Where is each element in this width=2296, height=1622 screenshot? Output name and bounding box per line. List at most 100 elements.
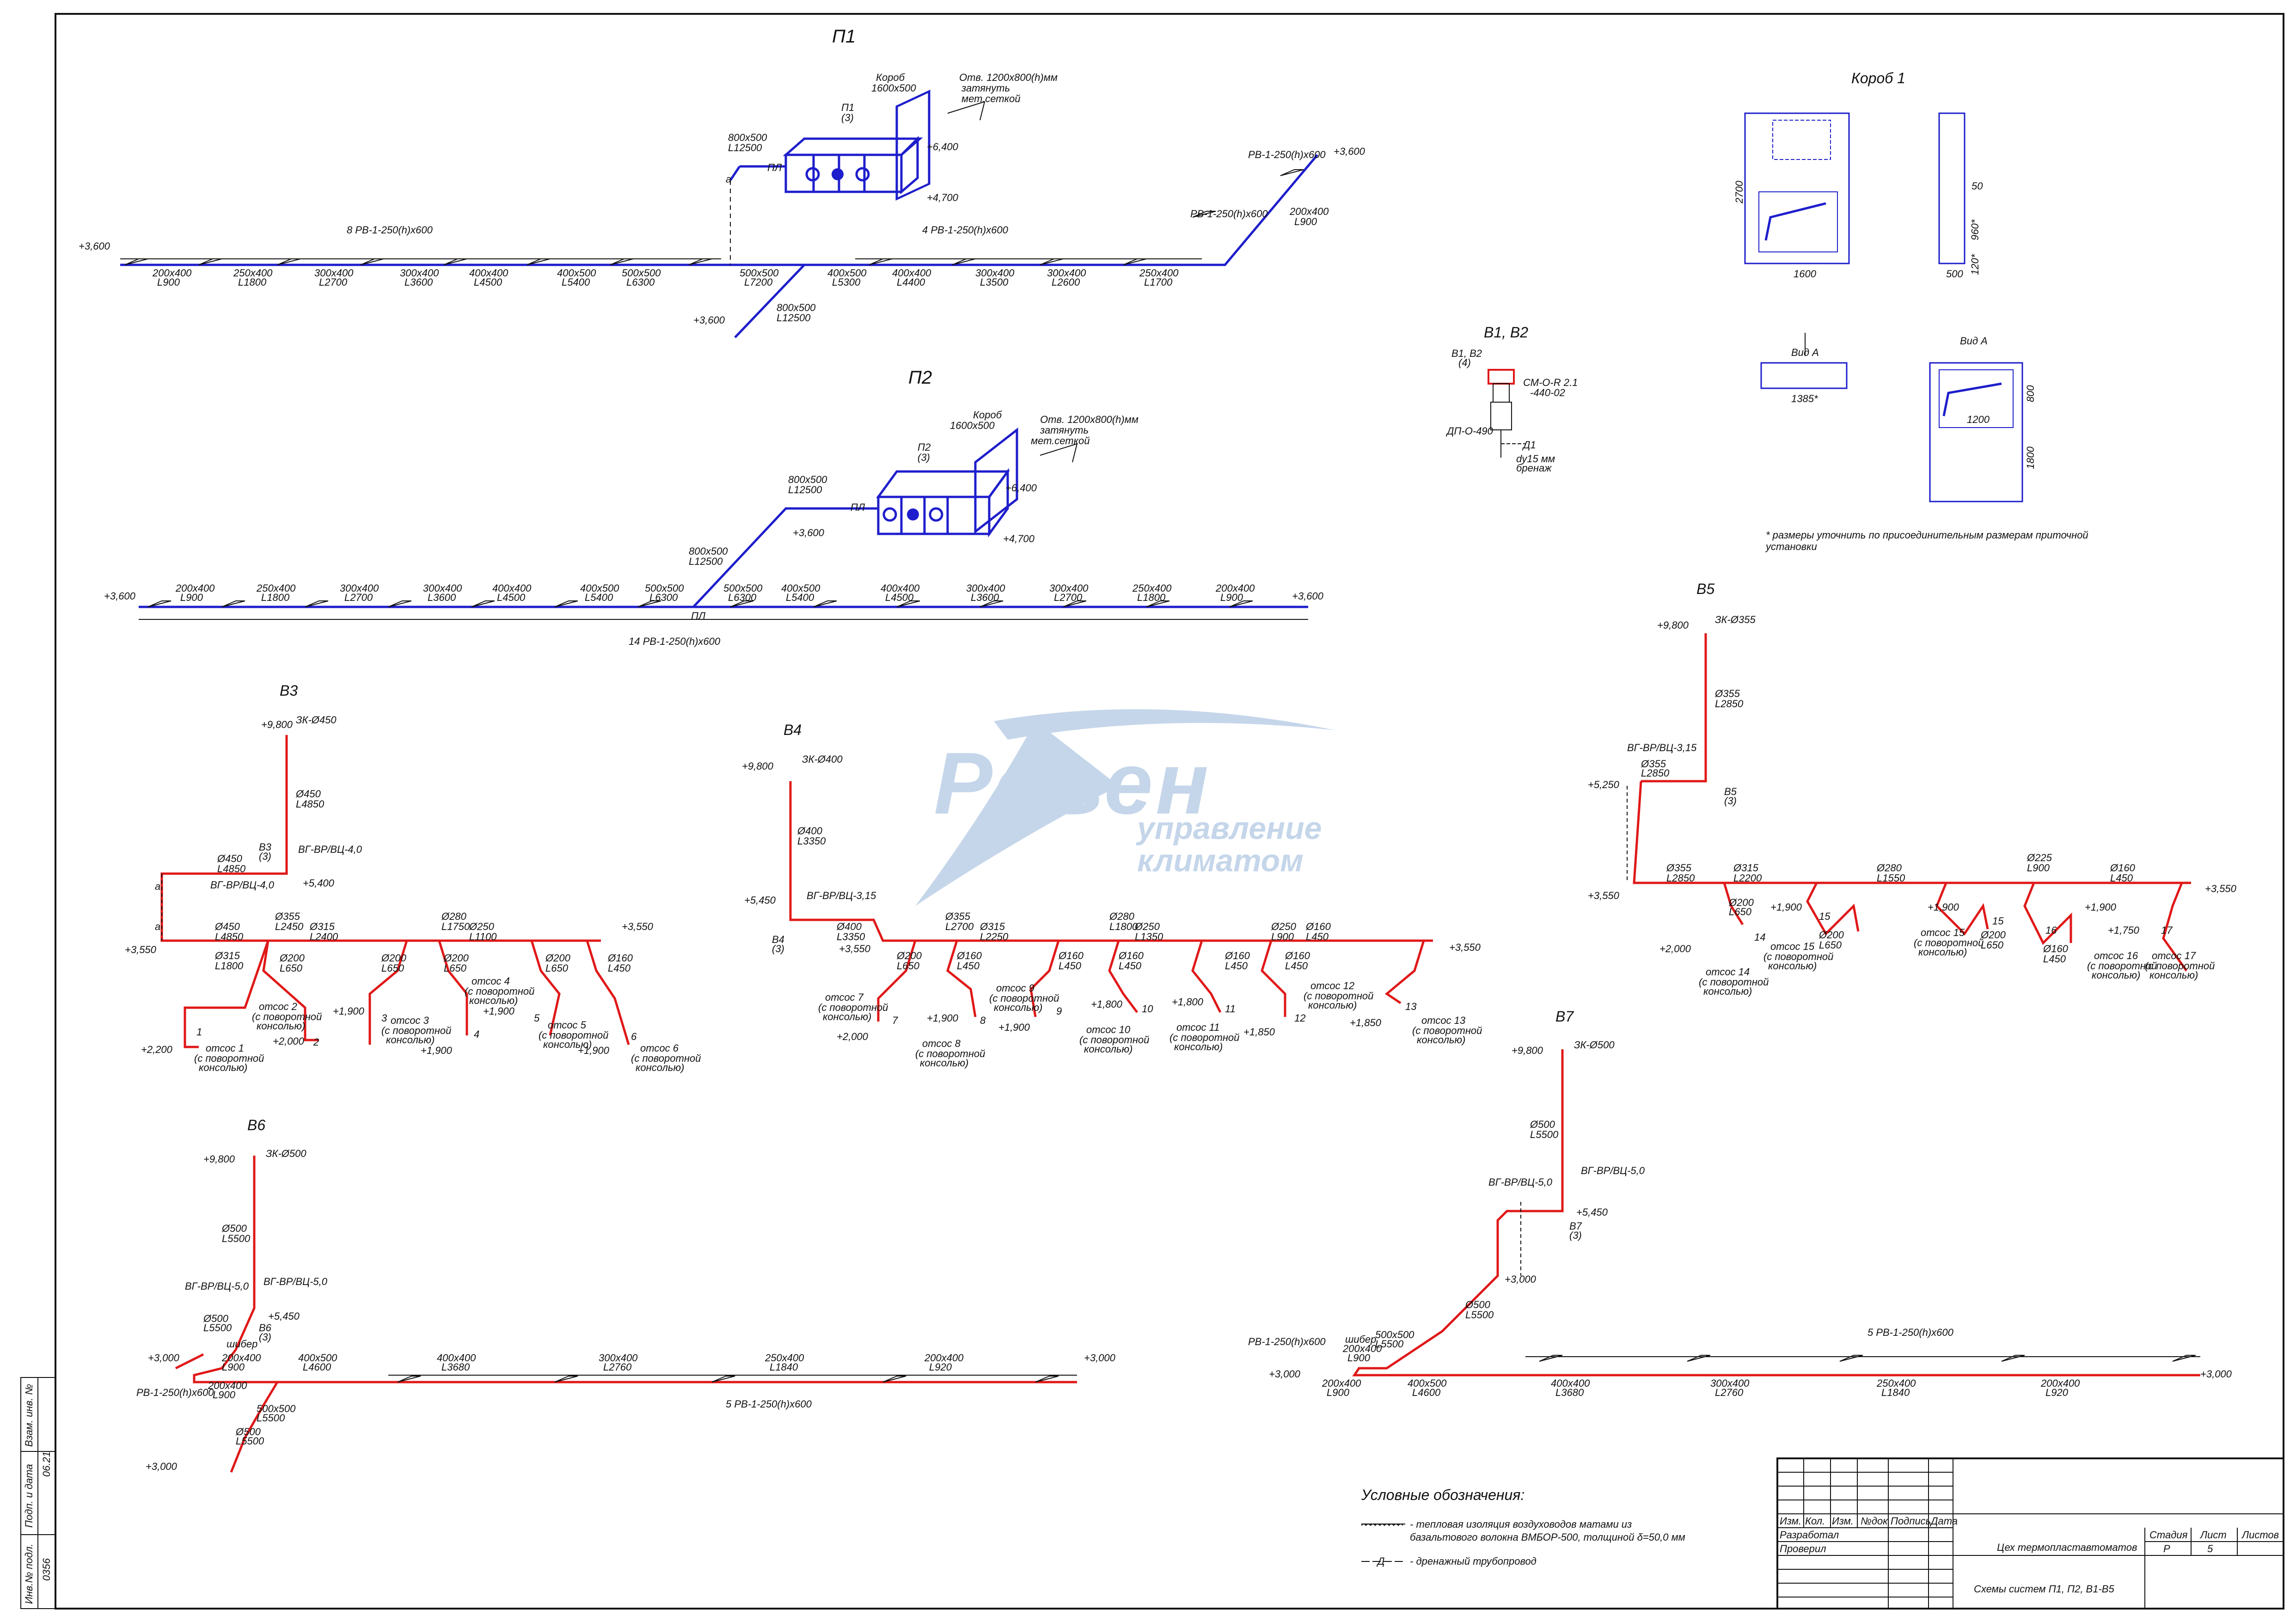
svg-text:Ø355: Ø355 (1714, 688, 1740, 699)
svg-text:L2400: L2400 (310, 931, 338, 943)
side-podp: Подп. и дата (23, 1464, 35, 1528)
svg-text:15: 15 (1819, 911, 1831, 922)
title-box: Короб 1 (1851, 70, 1905, 86)
svg-text:200х400: 200х400 (924, 1352, 964, 1364)
svg-text:Кол.: Кол. (1805, 1515, 1825, 1527)
svg-text:(3): (3) (259, 851, 271, 862)
svg-text:+5,450: +5,450 (744, 894, 776, 906)
svg-text:+1,900: +1,900 (998, 1022, 1030, 1033)
p2-otv2: затянуть (1040, 424, 1089, 436)
p1-unit-n: (3) (841, 112, 854, 123)
svg-text:+3,000: +3,000 (2200, 1368, 2232, 1380)
legend-title: Условные обозначения: (1361, 1487, 1525, 1503)
svg-text:+1,900: +1,900 (1928, 901, 1959, 913)
svg-text:Ø160: Ø160 (1285, 950, 1310, 961)
svg-text:консолью): консолью) (1918, 946, 1967, 958)
svg-text:(с поворотной: (с поворотной (465, 985, 534, 997)
svg-text:L1800: L1800 (238, 276, 267, 288)
svg-text:Ø450: Ø450 (217, 853, 243, 864)
svg-text:ВГ-ВР/ВЦ-3,15: ВГ-ВР/ВЦ-3,15 (807, 890, 876, 901)
svg-text:Разработал: Разработал (1780, 1529, 1839, 1541)
svg-text:L650: L650 (545, 962, 569, 974)
svg-text:консолью): консолью) (199, 1062, 247, 1073)
box-h2700: 2700 (1733, 180, 1745, 204)
svg-text:L450: L450 (957, 960, 980, 972)
svg-text:300х400: 300х400 (975, 267, 1015, 279)
svg-text:+3,550: +3,550 (622, 921, 654, 932)
title-p1: П1 (832, 26, 856, 47)
svg-text:шибер: шибер (227, 1338, 257, 1350)
svg-text:L6300: L6300 (728, 592, 757, 603)
svg-text:№док: №док (1861, 1515, 1888, 1527)
svg-text:16: 16 (2045, 924, 2057, 936)
svg-text:L650: L650 (444, 962, 467, 974)
svg-text:200х400: 200х400 (221, 1352, 261, 1364)
scheme-b3: В3 +9,800 ЗК-Ø450 Ø450 L4850 ВГ-ВР/ВЦ-4,… (125, 682, 701, 1073)
svg-text:L900: L900 (222, 1361, 245, 1373)
svg-text:5 РВ-1-250(h)х600: 5 РВ-1-250(h)х600 (1867, 1327, 1954, 1338)
svg-text:L900: L900 (1327, 1387, 1350, 1398)
svg-text:Ø250: Ø250 (469, 921, 495, 932)
svg-text:L920: L920 (929, 1361, 952, 1373)
p1-dim-r: 200х400 (1289, 206, 1329, 217)
svg-text:(с поворотной: (с поворотной (1169, 1032, 1239, 1043)
svg-text:Ø200: Ø200 (896, 950, 922, 961)
watermark-tag1: управление (1136, 811, 1322, 846)
svg-text:+3,000: +3,000 (146, 1461, 178, 1472)
svg-text:9: 9 (1056, 1005, 1062, 1017)
b6-top: +9,800 (203, 1153, 235, 1165)
svg-text:250х400: 250х400 (233, 267, 273, 279)
svg-text:L2760: L2760 (603, 1361, 632, 1373)
svg-text:Ø200: Ø200 (1818, 929, 1844, 941)
svg-text:L2450: L2450 (275, 921, 304, 932)
svg-text:L450: L450 (1225, 960, 1248, 972)
svg-text:консолью): консолью) (994, 1002, 1042, 1013)
svg-text:(с поворотной: (с поворотной (631, 1053, 701, 1064)
svg-text:400х400: 400х400 (1551, 1377, 1590, 1389)
svg-text:500х500: 500х500 (257, 1403, 296, 1414)
svg-text:400х500: 400х500 (781, 582, 820, 594)
svg-text:В6: В6 (259, 1322, 272, 1334)
svg-text:L2700: L2700 (1054, 592, 1083, 603)
svg-text:+5,450: +5,450 (1576, 1206, 1608, 1218)
p1-a: а (726, 173, 731, 185)
svg-text:(с поворотной: (с поворотной (539, 1029, 608, 1041)
svg-text:консолью): консолью) (257, 1020, 305, 1032)
svg-text:L4600: L4600 (1412, 1387, 1441, 1398)
svg-text:400х400: 400х400 (881, 582, 920, 594)
svg-text:+2,000: +2,000 (273, 1035, 305, 1047)
svg-text:(с поворотной: (с поворотной (1699, 976, 1769, 988)
svg-text:Ø160: Ø160 (956, 950, 982, 961)
svg-text:РВ-1-250(h)х600: РВ-1-250(h)х600 (136, 1387, 214, 1398)
svg-text:L1840: L1840 (770, 1361, 798, 1373)
svg-text:+5,400: +5,400 (303, 877, 335, 889)
svg-text:Ø160: Ø160 (1118, 950, 1144, 961)
svg-text:L3680: L3680 (441, 1361, 470, 1373)
svg-text:Ø500: Ø500 (235, 1426, 261, 1438)
p1-dim-rL: L900 (1294, 216, 1317, 227)
svg-text:Дата: Дата (1929, 1515, 1958, 1527)
b1b2-drain: dy15 мм (1516, 453, 1555, 465)
p1-duct1: 800х500 (728, 132, 767, 143)
svg-text:L5400: L5400 (786, 592, 814, 603)
svg-text:200х400: 200х400 (175, 582, 215, 594)
stamp-sheet-title: Схемы систем П1, П2, В1-В5 (1974, 1583, 2114, 1595)
p1-lev-top: +6,400 (927, 141, 959, 153)
b3-top: +9,800 (261, 719, 293, 730)
p1-duct2L: L12500 (777, 312, 811, 324)
svg-text:Ø500: Ø500 (203, 1313, 229, 1324)
svg-text:отсос 6: отсос 6 (640, 1042, 679, 1054)
svg-text:L2250: L2250 (980, 931, 1009, 943)
svg-text:В3: В3 (259, 841, 272, 853)
legend: Условные обозначения: - тепловая изоляци… (1361, 1487, 1685, 1567)
box-w500: 500 (1946, 268, 1963, 280)
title-b4: В4 (784, 722, 802, 738)
p1-lev-right: +3,600 (1334, 146, 1365, 157)
svg-text:400х500: 400х500 (298, 1352, 337, 1364)
svg-text:+1,900: +1,900 (2085, 901, 2117, 913)
p2-korob-size: 1600х500 (950, 420, 995, 431)
svg-text:(с поворотной: (с поворотной (2145, 960, 2215, 972)
b3-zk: ЗК-Ø450 (296, 714, 337, 726)
p2-duct1: 800х500 (788, 474, 827, 485)
